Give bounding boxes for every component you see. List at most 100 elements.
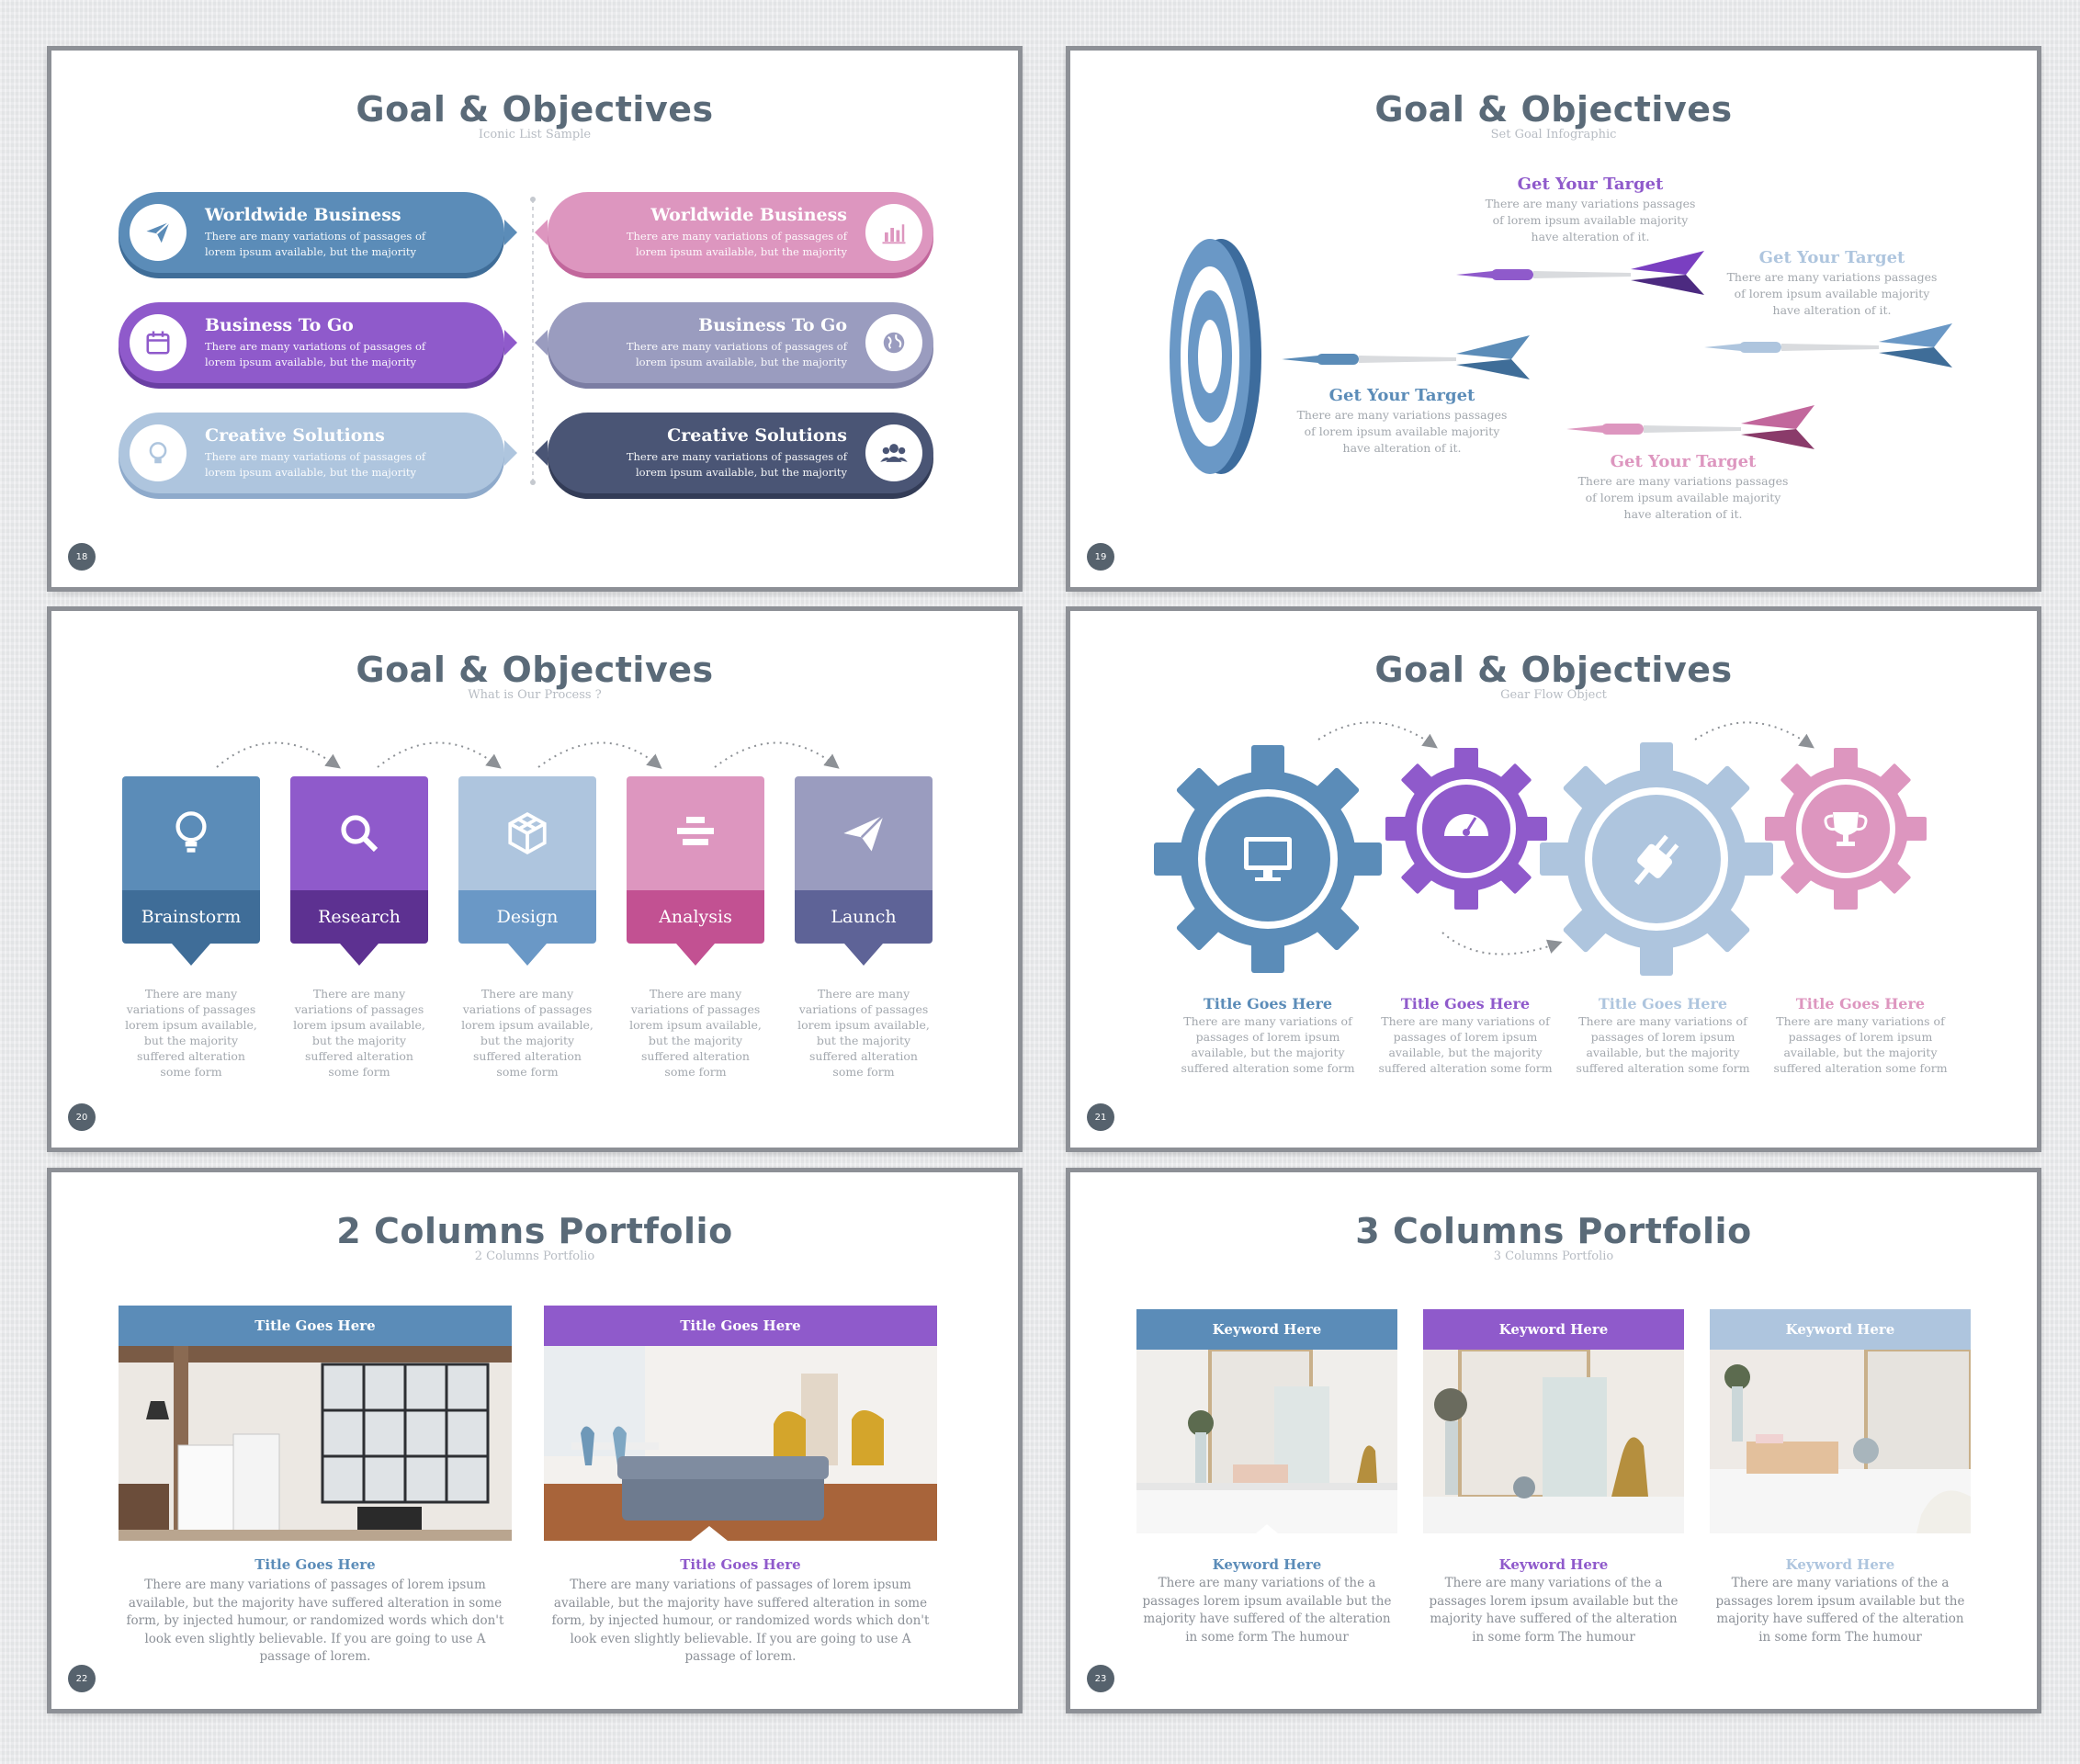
list-item[interactable]: Worldwide Business There are many variat… (535, 192, 933, 273)
slide-title: 3 Columns Portfolio (1355, 1211, 1752, 1251)
slide-title: 2 Columns Portfolio (336, 1211, 733, 1251)
slide-23[interactable]: 3 Columns Portfolio 3 Columns Portfolio … (1070, 1172, 2037, 1709)
slide-18[interactable]: Goal & Objectives Iconic List Sample Wor… (51, 51, 1018, 587)
slide-subtitle: 2 Columns Portfolio (474, 1250, 595, 1263)
target-label: Get Your Target There are many variation… (1296, 386, 1508, 457)
target-title: Get Your Target (1517, 175, 1664, 194)
paper-plane-icon (130, 204, 187, 261)
slide-subtitle: 3 Columns Portfolio (1493, 1250, 1614, 1263)
page-number: 19 (1087, 543, 1114, 571)
target-title: Get Your Target (1610, 452, 1757, 471)
gear-desc: There are many variations of passages of… (1378, 1014, 1553, 1075)
gear-pink (1765, 748, 1927, 910)
calendar-icon (130, 314, 187, 371)
item-title: Creative Solutions (667, 425, 847, 446)
target-desc: There are many variations passages of lo… (1296, 408, 1508, 455)
list-item[interactable]: Creative Solutions There are many variat… (119, 413, 517, 493)
column-desc: There are many variations of the a passa… (1142, 1576, 1392, 1645)
process-step-design[interactable]: Design (458, 776, 596, 966)
search-icon (341, 815, 379, 853)
slide-22[interactable]: 2 Columns Portfolio 2 Columns Portfolio … (51, 1172, 1018, 1709)
list-item[interactable]: Business To Go There are many variations… (535, 302, 933, 383)
lightbulb-icon (175, 811, 207, 853)
decor-photo-2 (1423, 1350, 1684, 1533)
column-desc: There are many variations of the a passa… (1429, 1576, 1679, 1645)
slide-subtitle: Set Goal Infographic (1490, 128, 1617, 141)
process-step-research[interactable]: Research (290, 776, 428, 966)
step-desc: There are many variations of passages lo… (629, 987, 762, 1079)
decor-photo-3 (1710, 1350, 1971, 1533)
column-title: Title Goes Here (254, 1556, 376, 1573)
step-label: Research (290, 890, 428, 944)
office-photo (119, 1346, 512, 1541)
column-header: Keyword Here (1710, 1309, 1971, 1350)
globe-icon (865, 314, 922, 371)
slide-title: Goal & Objectives (1374, 650, 1733, 690)
gear-title: Title Goes Here (1598, 995, 1728, 1012)
layers-icon (677, 817, 714, 845)
column-desc: There are many variations of passages of… (126, 1577, 504, 1664)
paper-plane-icon (843, 814, 885, 852)
item-desc: There are many variations of passages of… (626, 230, 847, 258)
column-title: Title Goes Here (680, 1556, 801, 1573)
step-label: Analysis (627, 890, 764, 944)
column-title: Keyword Here (1212, 1556, 1322, 1573)
item-desc: There are many variations of passages of… (205, 230, 426, 258)
living-room-photo (544, 1346, 937, 1541)
gear-flow-arrows (1317, 721, 1814, 956)
gear-purple (1385, 748, 1547, 910)
slide-subtitle: Gear Flow Object (1500, 688, 1607, 702)
step-desc: There are many variations of passages lo… (125, 987, 257, 1079)
dart-pink-icon (1566, 405, 1814, 449)
item-desc: There are many variations of passages of… (626, 450, 847, 479)
step-label: Launch (795, 890, 933, 944)
slide-title: Goal & Objectives (356, 650, 714, 690)
target-desc: There are many variations passages of lo… (1577, 474, 1789, 521)
step-label: Brainstorm (122, 890, 260, 944)
cube-icon (508, 812, 547, 854)
column-header: Keyword Here (1423, 1309, 1684, 1350)
step-desc: There are many variations of passages lo… (461, 987, 593, 1079)
step-desc: There are many variations of passages lo… (293, 987, 425, 1079)
process-step-launch[interactable]: Launch (795, 776, 933, 966)
process-arrows (216, 741, 840, 769)
process-step-analysis[interactable]: Analysis (627, 776, 764, 966)
target-label: Get Your Target There are many variation… (1726, 248, 1938, 319)
target-label: Get Your Target There are many variation… (1577, 452, 1789, 523)
page-number: 18 (68, 543, 96, 571)
slide-title: Goal & Objectives (356, 89, 714, 130)
target-desc: There are many variations passages of lo… (1726, 270, 1938, 317)
target-title: Get Your Target (1758, 248, 1905, 267)
page-number: 21 (1087, 1103, 1114, 1131)
gear-desc: There are many variations of passages of… (1773, 1014, 1948, 1075)
slide-title: Goal & Objectives (1374, 89, 1733, 130)
process-step-brainstorm[interactable]: Brainstorm (122, 776, 260, 966)
item-desc: There are many variations of passages of… (205, 340, 426, 368)
plug-icon (1633, 834, 1679, 885)
column-header: Title Goes Here (119, 1306, 512, 1346)
column-desc: There are many variations of passages of… (551, 1577, 930, 1664)
item-title: Worldwide Business (205, 205, 401, 225)
page-number: 23 (1087, 1665, 1114, 1692)
bar-chart-icon (865, 204, 922, 261)
monitor-icon (1244, 837, 1292, 881)
item-title: Business To Go (698, 315, 847, 335)
list-item[interactable]: Business To Go There are many variations… (119, 302, 517, 383)
slide-21[interactable]: Goal & Objectives Gear Flow Object (1070, 611, 2037, 1148)
slide-20[interactable]: Goal & Objectives What is Our Process ? … (51, 611, 1018, 1148)
dart-purple-icon (1456, 251, 1704, 295)
list-item[interactable]: Creative Solutions There are many variat… (535, 413, 933, 493)
target-label: Get Your Target There are many variation… (1485, 175, 1696, 245)
list-item[interactable]: Worldwide Business There are many variat… (119, 192, 517, 273)
page-number: 20 (68, 1103, 96, 1131)
gauge-icon (1444, 814, 1488, 836)
dartboard-target-icon (1170, 239, 1261, 474)
item-title: Business To Go (205, 315, 354, 335)
gear-title: Title Goes Here (1203, 995, 1333, 1012)
item-title: Creative Solutions (205, 425, 385, 446)
step-desc: There are many variations of passages lo… (797, 987, 930, 1079)
item-title: Worldwide Business (650, 205, 847, 225)
column-header: Keyword Here (1136, 1309, 1397, 1350)
item-desc: There are many variations of passages of… (205, 450, 426, 479)
slide-19[interactable]: Goal & Objectives Set Goal Infographic (1070, 51, 2037, 587)
